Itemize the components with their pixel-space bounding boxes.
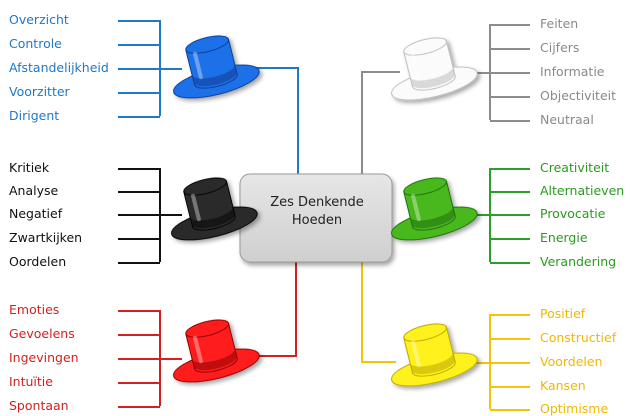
blue-center-link [252, 67, 299, 174]
white-center-link [361, 71, 400, 174]
red-center-link [252, 262, 297, 357]
yellow-center-link [361, 262, 396, 363]
white-hat-icon [391, 37, 478, 101]
blue-hat-icon [173, 35, 260, 99]
center-node [239, 173, 393, 263]
red-hat-icon [173, 319, 260, 383]
green-hat-icon [391, 177, 478, 241]
yellow-hat-icon [391, 323, 478, 387]
black-hat-icon [171, 177, 258, 241]
